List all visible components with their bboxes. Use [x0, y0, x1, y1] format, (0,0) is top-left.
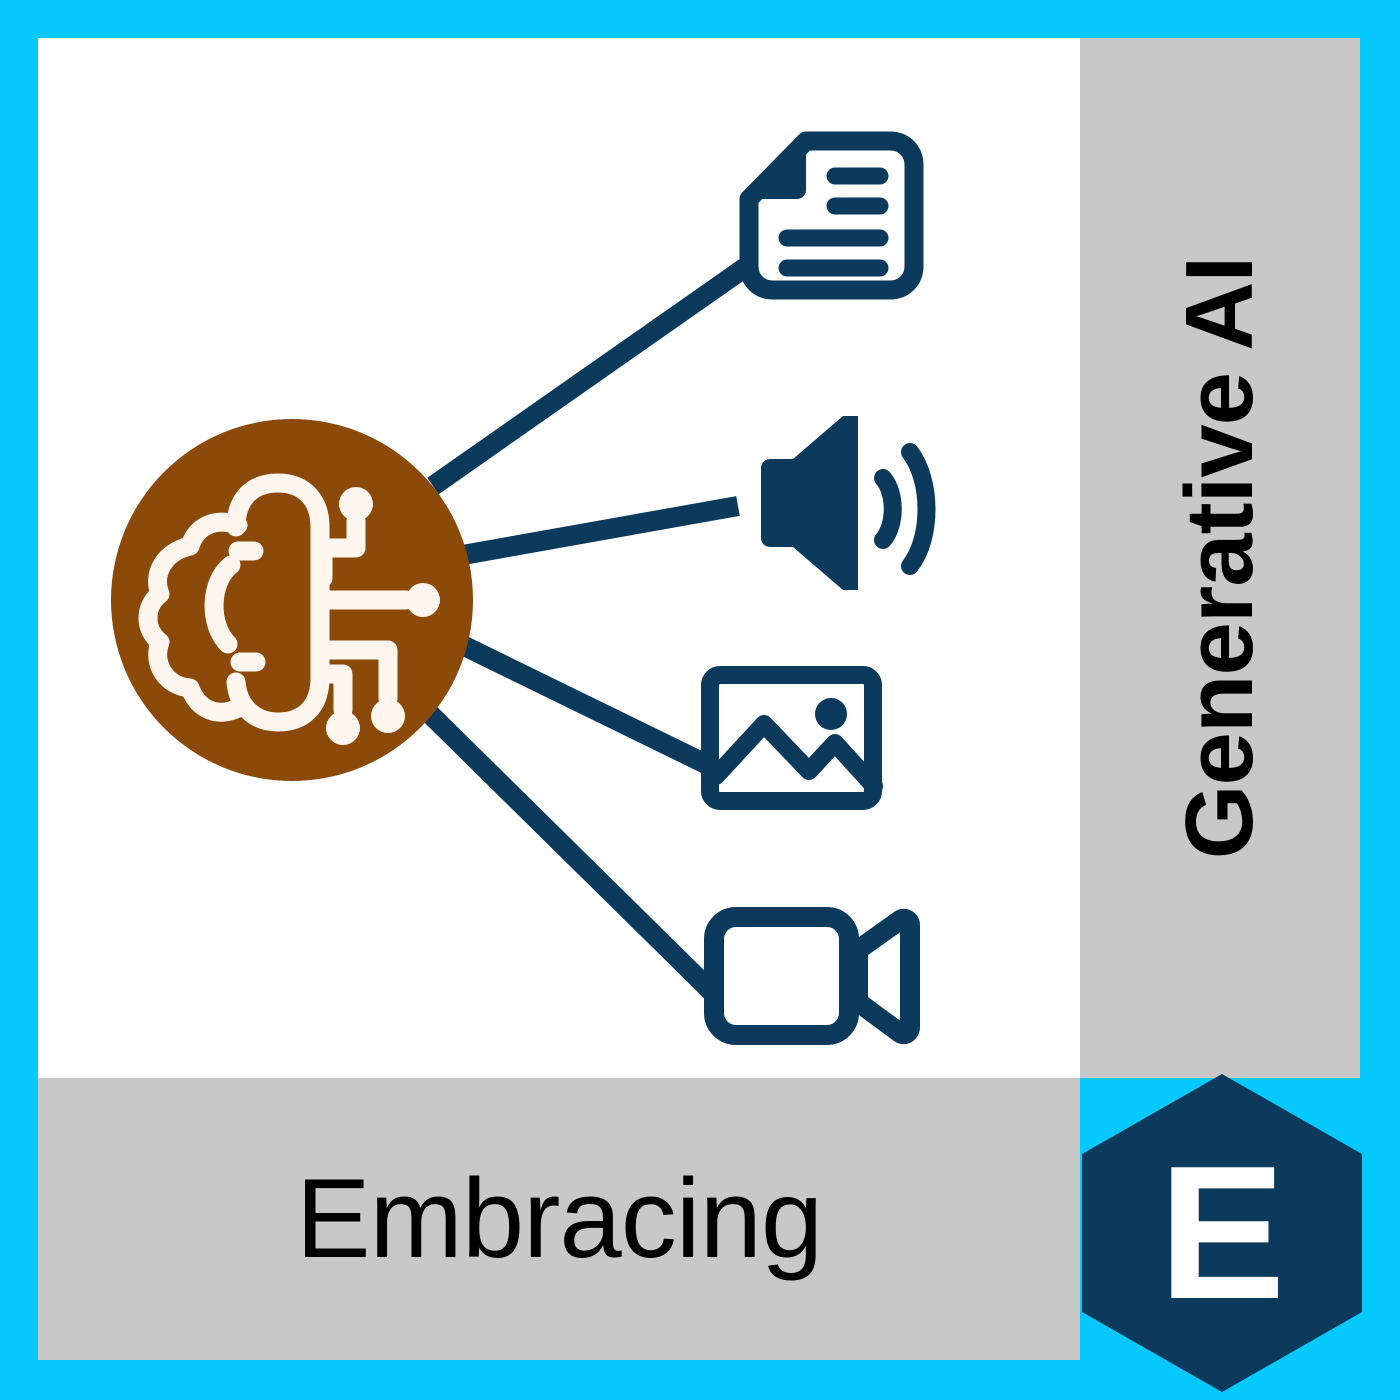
speaker-cone [843, 416, 858, 590]
circuit-node-top [339, 487, 373, 521]
brain-circuit-icon [138, 473, 440, 745]
image-sun-dot [815, 698, 847, 730]
document-text-lines [778, 167, 889, 277]
speaker-body [761, 416, 843, 590]
side-panel: Generative AI [1080, 38, 1360, 1078]
circuit-node-mid-right [406, 583, 440, 617]
circuit-node-lower-left [326, 711, 360, 745]
connector-line-image [443, 629, 719, 777]
connector-line-text [427, 255, 756, 495]
video-camera-lens [848, 908, 920, 1045]
brain-outer-left [138, 512, 248, 722]
video-camera-body [704, 907, 859, 1045]
sound-wave-inner [874, 469, 902, 549]
side-panel-label: Generative AI [1166, 256, 1273, 860]
badge-letter: E [1158, 1127, 1286, 1339]
brain-inner-curve [204, 555, 241, 654]
hub-node[interactable] [111, 419, 473, 781]
hexagon-logo-badge[interactable]: E [1080, 1072, 1364, 1394]
circuit-trace-top [313, 511, 366, 588]
circuit-trace-lower-left [313, 664, 353, 720]
bottom-bar: Embracing [38, 1078, 1080, 1360]
connector-lines [422, 255, 756, 1004]
circuit-node-lower-right [371, 699, 405, 733]
connector-line-audio [444, 496, 740, 568]
image-icon[interactable] [701, 666, 883, 810]
hexagon-shape-icon [1082, 1074, 1362, 1392]
document-icon[interactable] [739, 131, 924, 300]
image-frame [701, 666, 882, 810]
speaker-icon[interactable] [761, 416, 936, 590]
page-title: Embracing [295, 1156, 823, 1281]
image-mountain-path [707, 715, 883, 795]
circuit-trace-lower-right [313, 640, 398, 708]
document-fold-corner [749, 141, 806, 199]
hexagon-polygon [1082, 1074, 1362, 1392]
speaker-sound-waves [874, 443, 936, 575]
video-camera-icon[interactable] [704, 907, 920, 1045]
sound-wave-outer [901, 443, 936, 575]
connector-line-video [422, 706, 724, 1004]
illustration-panel [38, 38, 1080, 1078]
hub-and-spoke-diagram [111, 131, 936, 1045]
